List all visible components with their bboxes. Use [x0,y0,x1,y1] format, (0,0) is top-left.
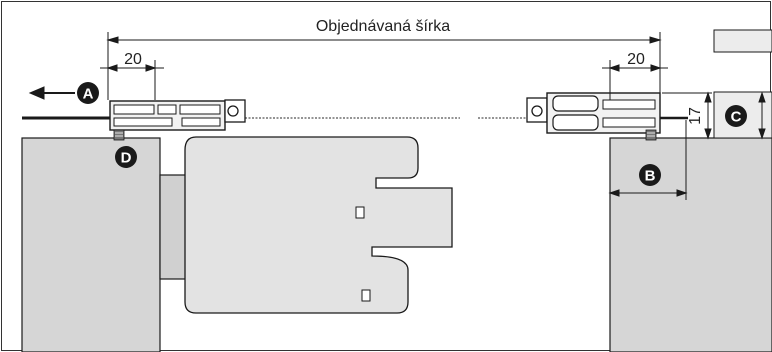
door-leaf [184,136,453,314]
marker-a-label: A [83,86,94,103]
right-offset-label: 20 [627,51,645,68]
overall-width-dimension [106,32,662,100]
marker-c-badge: C [725,105,747,127]
left-offset-label: 20 [124,51,142,68]
overall-width-label: Objednávaná šírka [316,18,450,35]
overlap-dimension [608,120,688,200]
profile-height-dimension [662,91,712,140]
left-wall [21,137,161,352]
opening-direction-arrow [28,86,75,100]
right-profile [526,92,661,141]
marker-b-badge: B [639,164,661,186]
profile-height-label: 17 [687,107,704,125]
marker-d-badge: D [115,146,137,168]
right-wall [609,137,772,352]
right-offset-dimension [602,60,668,100]
ceiling-detail-box [713,29,772,53]
marker-d-label: D [121,150,132,167]
bracket-height-dimension [758,91,766,140]
left-profile [109,99,246,141]
marker-a-badge: A [77,82,99,104]
left-offset-dimension [100,60,164,100]
marker-c-label: C [731,109,742,126]
door-notch-lower [361,289,371,302]
marker-b-label: B [645,168,656,185]
door-notch-upper [355,206,365,219]
